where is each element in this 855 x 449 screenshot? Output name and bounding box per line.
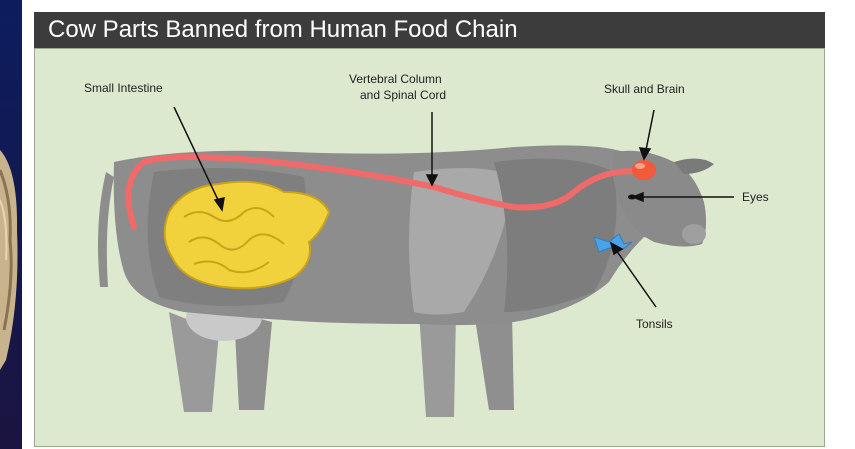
label-skull-brain: Skull and Brain — [604, 82, 685, 97]
image-gap — [22, 0, 34, 449]
label-vertebral-column: Vertebral Column — [349, 72, 442, 87]
brain-marker — [632, 160, 656, 180]
left-edge-photo — [0, 0, 22, 449]
label-small-intestine: Small Intestine — [84, 81, 163, 96]
label-tonsils: Tonsils — [636, 317, 673, 332]
label-eyes: Eyes — [742, 190, 769, 205]
cow-silhouette — [98, 145, 714, 417]
label-spinal-cord: and Spinal Cord — [360, 88, 446, 103]
infographic-panel: Cow Parts Banned from Human Food Chain — [34, 12, 825, 447]
brain-photo-fragment — [0, 0, 22, 449]
